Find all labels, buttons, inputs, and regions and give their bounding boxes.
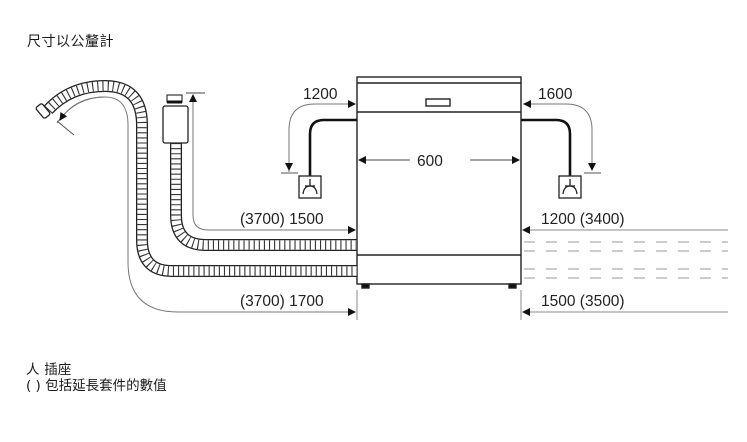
diagram-title: 尺寸以公釐計 bbox=[27, 34, 114, 50]
legend-parentheses: ( ) 包括延長套件的數值 bbox=[26, 378, 167, 394]
dim-label-drain-right: 1500 (3500) bbox=[541, 293, 625, 310]
legend-parentheses-label: 包括延長套件的數值 bbox=[45, 378, 167, 394]
dim-label-cable-right: 1600 bbox=[538, 86, 573, 103]
power-cable-left bbox=[308, 118, 357, 176]
socket-icon: ⼈ bbox=[26, 362, 40, 378]
power-cable-right bbox=[521, 118, 572, 176]
dim-label-cable-left: 1200 bbox=[303, 86, 338, 103]
dim-label-drain-left: (3700) 1700 bbox=[240, 293, 324, 310]
hose-icon bbox=[35, 79, 357, 277]
socket-icon bbox=[558, 175, 582, 199]
socket-icon bbox=[298, 175, 322, 199]
parentheses-symbol: ( ) bbox=[26, 378, 41, 394]
dim-label-inlet-left: (3700) 1500 bbox=[240, 211, 324, 228]
legend-socket-label: 插座 bbox=[44, 362, 72, 378]
hose-icon bbox=[162, 94, 357, 251]
dim-label-width: 600 bbox=[417, 153, 443, 170]
dim-line-inlet-left bbox=[192, 214, 356, 234]
dim-line-cable-left bbox=[288, 100, 356, 172]
dim-label-inlet-right: 1200 (3400) bbox=[541, 211, 625, 228]
legend-socket: ⼈ 插座 bbox=[26, 362, 71, 378]
dishwasher-icon bbox=[356, 76, 522, 289]
hose-extension-dashes bbox=[524, 241, 728, 279]
